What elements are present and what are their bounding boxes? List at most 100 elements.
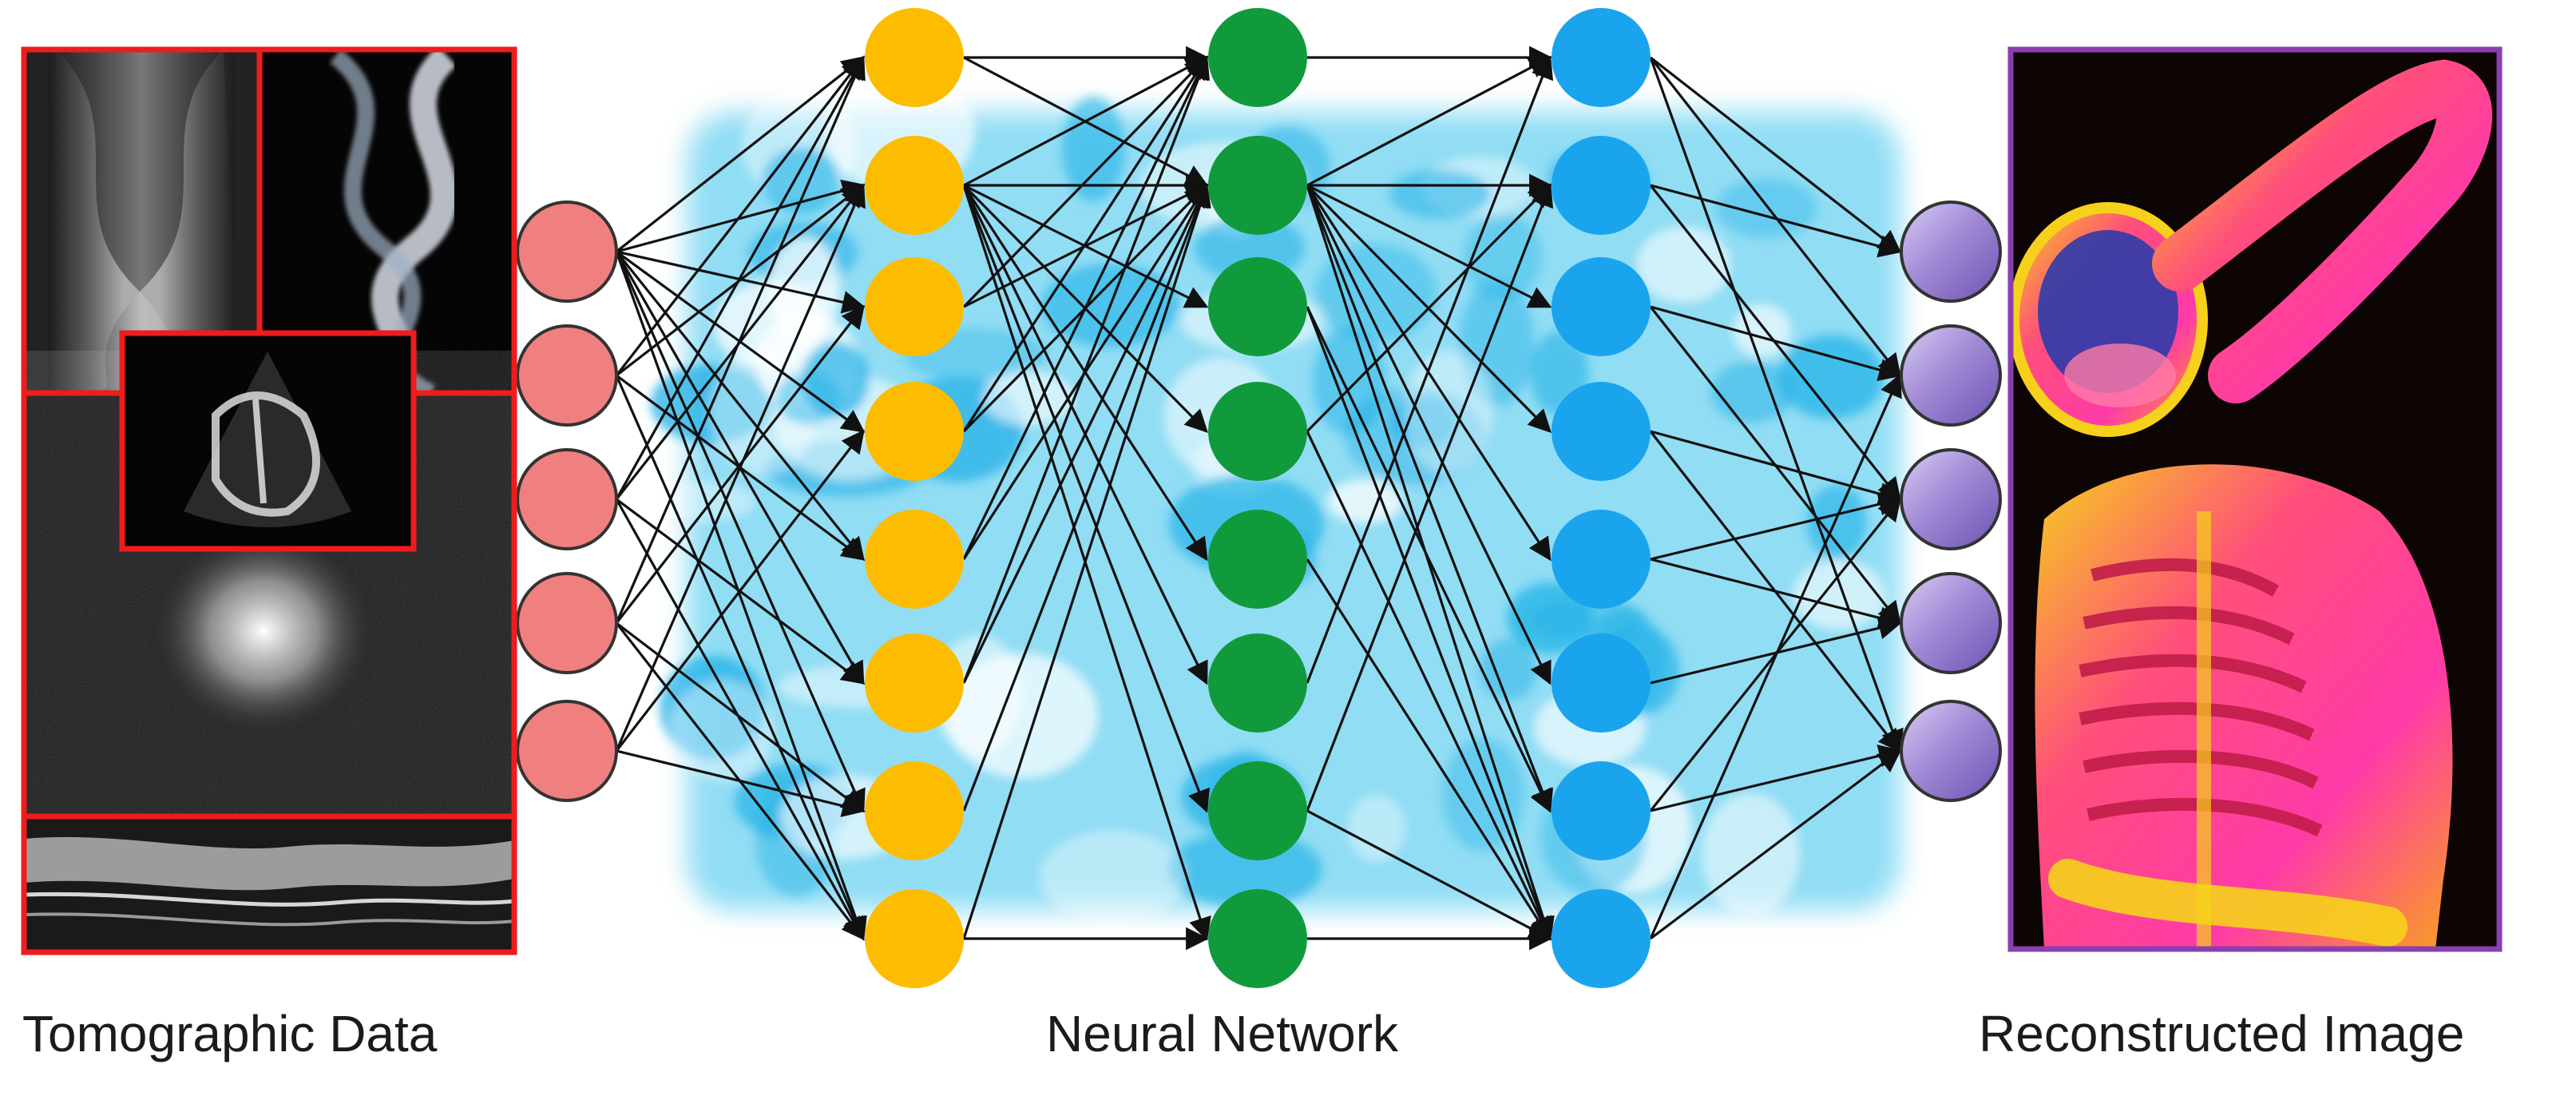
- connection-arrow: [962, 55, 1211, 684]
- tomographic-data-caption: Tomographic Data: [22, 1005, 438, 1062]
- reconstructed-image-caption: Reconstructed Image: [1979, 1005, 2465, 1062]
- hidden-2-node: [1208, 8, 1307, 107]
- hidden-1-node: [865, 382, 964, 481]
- input-node: [516, 572, 618, 674]
- connection-arrow: [962, 183, 1211, 812]
- connection-arrow: [615, 498, 865, 941]
- connection-arrow: [615, 251, 867, 941]
- connection-arrow: [1306, 185, 1555, 941]
- texture-cell: [1710, 361, 1795, 423]
- connection-arrow: [616, 56, 866, 253]
- connection-arrow: [962, 183, 1208, 684]
- texture-cell: [1039, 830, 1187, 925]
- connection-arrow: [1306, 183, 1554, 812]
- texture-cell: [1389, 169, 1491, 219]
- network-connections: [615, 46, 1904, 951]
- hidden-3-node: [1552, 510, 1651, 609]
- hidden-3-node: [1552, 633, 1651, 733]
- connection-arrow: [1650, 749, 1902, 940]
- output-node: [1900, 448, 2002, 550]
- connection-arrow: [1650, 745, 1902, 812]
- texture-cell: [1327, 479, 1403, 524]
- connection-arrow: [1306, 306, 1554, 941]
- output-node: [1900, 324, 2002, 427]
- connection-arrow: [616, 749, 866, 817]
- connection-arrow: [1306, 306, 1552, 813]
- connection-arrow: [615, 55, 866, 624]
- connection-arrow: [1650, 493, 1902, 561]
- hidden-1-node: [865, 889, 964, 988]
- connection-arrow: [615, 429, 865, 752]
- connection-arrow: [1649, 497, 1901, 812]
- connection-arrow: [1650, 184, 1902, 258]
- hidden-1-node: [865, 761, 964, 860]
- connection-arrow: [1306, 431, 1552, 941]
- connection-arrow: [962, 183, 1209, 433]
- hidden-3-node: [1552, 136, 1651, 235]
- texture-cell: [1792, 560, 1886, 630]
- texture-cell: [1479, 639, 1537, 701]
- output-node: [1900, 700, 2002, 802]
- reconstructed-image-panel: [2007, 46, 2503, 952]
- input-node: [516, 324, 618, 427]
- connection-arrow: [615, 55, 865, 500]
- texture-cell: [1507, 582, 1593, 654]
- connection-arrow: [615, 250, 865, 562]
- texture-cell: [1778, 335, 1884, 419]
- hidden-3-node: [1552, 257, 1651, 356]
- data-panel-frame: [21, 46, 517, 955]
- hidden-1-node: [865, 257, 964, 356]
- texture-cell: [1347, 795, 1406, 863]
- input-node: [516, 448, 618, 550]
- hidden-3-node: [1552, 382, 1651, 481]
- connection-arrow: [962, 55, 1209, 308]
- connection-arrow: [962, 183, 1211, 939]
- hidden-2-node: [1208, 761, 1307, 860]
- hidden-1-node: [865, 510, 964, 609]
- hidden-3-node: [1552, 8, 1651, 107]
- texture-cell: [1463, 213, 1542, 300]
- texture-cell: [670, 680, 775, 782]
- connection-arrow: [1650, 430, 1902, 506]
- connection-arrow: [1650, 56, 1902, 253]
- neural-network-caption: Neural Network: [1046, 1005, 1399, 1062]
- hidden-2-node: [1208, 382, 1307, 481]
- hidden-1-node: [865, 8, 964, 107]
- tomographic-data-panel: [24, 50, 514, 952]
- hidden-1-node: [865, 633, 964, 733]
- hidden-3-node: [1552, 889, 1651, 988]
- connection-arrow: [1649, 57, 1901, 378]
- skeleton-render-icon: [2011, 59, 2493, 949]
- hidden-2-node: [1208, 510, 1307, 609]
- hidden-2-node: [1208, 257, 1307, 356]
- texture-cell: [1701, 793, 1801, 917]
- texture-cell: [1715, 178, 1817, 238]
- ultrasound-icon: [119, 330, 417, 552]
- connection-arrow: [1650, 305, 1902, 381]
- connection-arrow: [615, 183, 866, 752]
- network-nodes: [516, 8, 2002, 988]
- input-node: [516, 201, 618, 303]
- texture-cell: [1442, 738, 1524, 852]
- hidden-2-node: [1208, 633, 1307, 733]
- input-node: [516, 700, 618, 802]
- output-node: [1900, 201, 2002, 303]
- connection-arrow: [963, 56, 1209, 187]
- connection-arrow: [1306, 55, 1554, 684]
- hidden-2-node: [1208, 136, 1307, 235]
- oct-icon: [24, 816, 514, 952]
- hidden-2-node: [1208, 889, 1307, 988]
- connection-arrow: [1306, 558, 1552, 941]
- connection-arrow: [1650, 558, 1902, 629]
- output-node: [1900, 572, 2002, 674]
- texture-cell: [802, 341, 870, 418]
- speckle-icon: [24, 393, 514, 816]
- connection-arrow: [615, 55, 865, 376]
- connection-arrow: [962, 55, 1208, 432]
- hidden-3-node: [1552, 761, 1651, 860]
- connection-arrow: [963, 184, 1209, 308]
- texture-cell: [1636, 226, 1731, 304]
- texture-cell: [1062, 96, 1125, 202]
- texture-cell: [1806, 485, 1867, 560]
